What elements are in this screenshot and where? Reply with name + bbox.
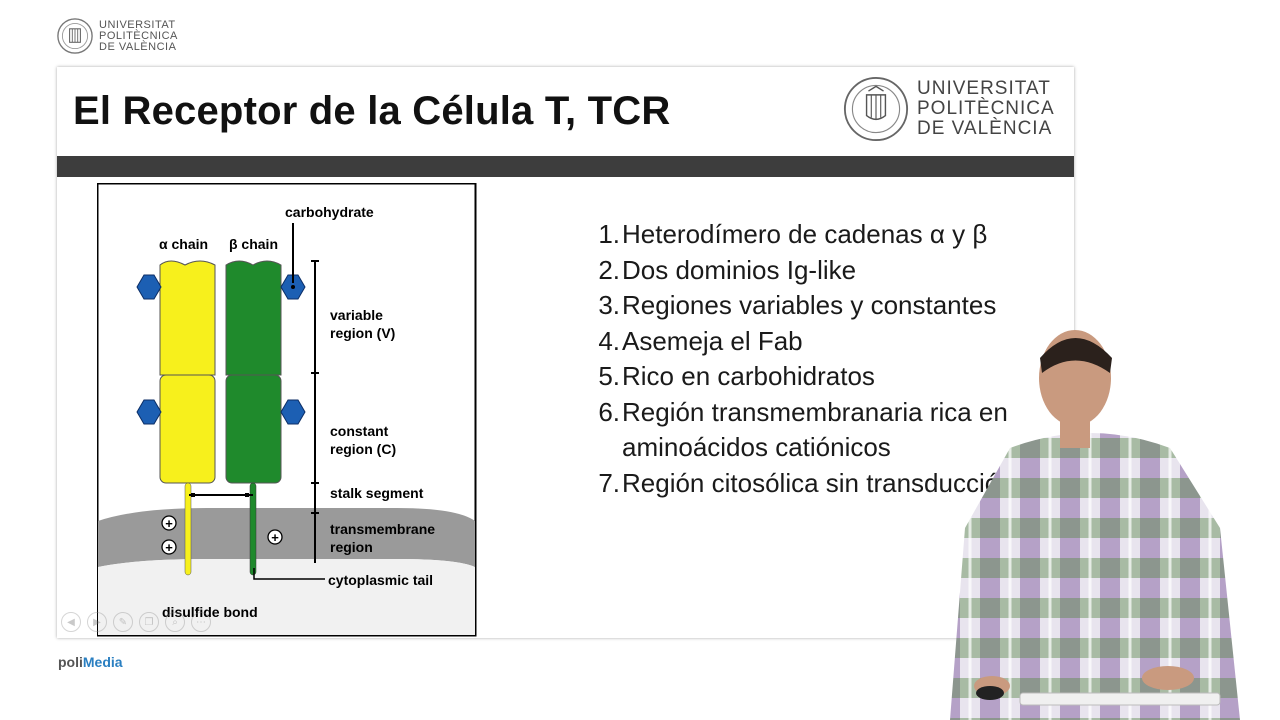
- brand-part-1: poli: [58, 654, 83, 670]
- list-item: 1.Heterodímero de cadenas α y β: [590, 217, 1070, 253]
- list-item-text: Región transmembranaria rica en aminoáci…: [622, 396, 1008, 463]
- alpha-tail: [184, 482, 192, 576]
- list-item-text: Asemeja el Fab: [622, 325, 803, 356]
- constant-region-label: constant: [330, 423, 389, 439]
- prev-icon[interactable]: ◀: [61, 612, 81, 632]
- svg-text:+: +: [165, 516, 173, 531]
- membrane-region: [98, 508, 475, 567]
- list-item-number: 5.: [598, 361, 620, 391]
- brand-part-2: Media: [82, 654, 123, 670]
- list-item-number: 6.: [598, 396, 620, 427]
- alpha-constant-domain: [159, 374, 216, 484]
- slide-title: El Receptor de la Célula T, TCR: [73, 89, 671, 133]
- list-item: 4.Asemeja el Fab: [590, 324, 1070, 360]
- constant-region-label-2: region (C): [330, 441, 396, 457]
- title-divider-bar: [57, 156, 1074, 177]
- presenter-video: [950, 330, 1240, 720]
- logo-line-1: UNIVERSITAT: [917, 78, 1051, 99]
- logo-line-2: POLITÈCNICA: [99, 29, 178, 42]
- variable-region-label: variable: [330, 307, 383, 323]
- beta-variable-domain: [225, 260, 282, 376]
- more-icon[interactable]: ⋯: [191, 612, 211, 632]
- disulfide-bond-label: disulfide bond: [162, 604, 258, 620]
- list-item-text: Región citosólica sin transducción: [622, 467, 1014, 498]
- logo-line-1: UNIVERSITAT: [99, 18, 176, 31]
- svg-text:+: +: [165, 540, 173, 555]
- carbohydrate-icon: [280, 399, 306, 425]
- zoom-icon[interactable]: ⌕: [165, 612, 185, 632]
- beta-constant-domain: [225, 374, 282, 484]
- list-item-number: 4.: [598, 325, 620, 356]
- list-item-number: 1.: [598, 219, 620, 249]
- university-name: UNIVERSITAT POLITÈCNICA DE VALÈNCIA: [99, 18, 178, 53]
- list-item-number: 2.: [598, 254, 620, 285]
- list-item-text: Rico en carbohidratos: [622, 361, 875, 391]
- list-item-text: Dos dominios Ig-like: [622, 254, 857, 285]
- logo-line-3: DE VALÈNCIA: [99, 40, 177, 53]
- list-item-text: Heterodímero de cadenas α y β: [622, 219, 988, 249]
- next-icon[interactable]: ▶: [87, 612, 107, 632]
- pen-icon[interactable]: ✎: [113, 612, 133, 632]
- stalk-segment-label: stalk segment: [330, 485, 424, 501]
- carbohydrate-label: carbohydrate: [285, 204, 374, 220]
- alpha-chain-label: α chain: [159, 236, 208, 252]
- slide-university-logo: UNIVERSITAT POLITÈCNICA DE VALÈNCIA: [843, 76, 1055, 142]
- list-item-number: 7.: [598, 467, 620, 498]
- university-seal-icon: [57, 18, 93, 54]
- list-item-number: 3.: [598, 290, 620, 320]
- carbohydrate-icon: [136, 274, 162, 300]
- university-logo-header: UNIVERSITAT POLITÈCNICA DE VALÈNCIA: [57, 18, 178, 54]
- logo-line-2: POLITÈCNICA: [917, 98, 1055, 119]
- plus-charge-icon: +: [267, 529, 283, 545]
- list-item: 2.Dos dominios Ig-like: [590, 253, 1070, 289]
- list-item: 5.Rico en carbohidratos: [590, 359, 1070, 395]
- tcr-diagram: + + + α chain β chain carbohydrate varia…: [97, 183, 477, 637]
- university-name: UNIVERSITAT POLITÈCNICA DE VALÈNCIA: [917, 79, 1055, 139]
- plus-charge-icon: +: [161, 539, 177, 555]
- transmembrane-label: transmembrane: [330, 521, 435, 537]
- transmembrane-label-2: region: [330, 539, 373, 555]
- beta-chain-label: β chain: [229, 236, 278, 252]
- logo-line-3: DE VALÈNCIA: [917, 118, 1053, 139]
- plus-charge-icon: +: [161, 515, 177, 531]
- university-seal-icon: [843, 76, 909, 142]
- carbohydrate-icon: [136, 399, 162, 425]
- alpha-variable-domain: [159, 260, 216, 376]
- list-item: 3.Regiones variables y constantes: [590, 288, 1070, 324]
- copy-icon[interactable]: ❐: [139, 612, 159, 632]
- slide-controls: ◀ ▶ ✎ ❐ ⌕ ⋯: [61, 612, 211, 632]
- list-item: 6.Región transmembranaria rica en aminoá…: [590, 395, 1070, 466]
- slide: El Receptor de la Célula T, TCR UNIVERSI…: [57, 67, 1074, 638]
- cytoplasmic-tail-label: cytoplasmic tail: [328, 572, 433, 588]
- list-item: 7.Región citosólica sin transducción: [590, 466, 1070, 502]
- polimedia-brand: poliMedia: [58, 654, 123, 670]
- list-item-text: Regiones variables y constantes: [622, 290, 997, 320]
- svg-text:+: +: [271, 530, 279, 545]
- variable-region-label-2: region (V): [330, 325, 395, 341]
- beta-tail: [249, 482, 257, 576]
